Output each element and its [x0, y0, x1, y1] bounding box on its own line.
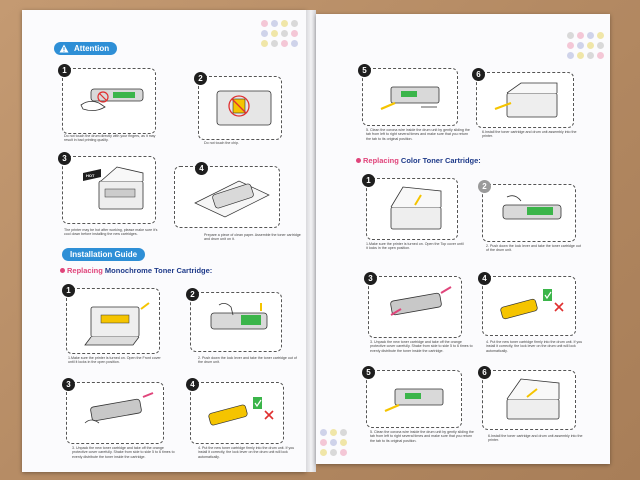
mono-heading: Replacing Monochrome Toner Cartridge:: [60, 266, 212, 275]
step-number: 1: [58, 64, 71, 77]
step-number: 5: [358, 64, 371, 77]
cross-icon: [264, 410, 274, 420]
mono-step-3: 3: [62, 378, 164, 444]
attention-caption-3: The printer may be hot after working, pl…: [64, 228, 158, 237]
attention-step-2: 2: [194, 72, 282, 140]
attention-caption-2: Do not touch the chip.: [204, 141, 239, 145]
attention-step-1: 1: [58, 64, 156, 134]
cmyk-dots-icon: [356, 158, 361, 163]
mono-step-1: 1: [62, 284, 160, 354]
mono-caption-1: 1.Make sure the printer is turned on. Op…: [68, 356, 161, 365]
lock-lever-illustration: [502, 195, 562, 220]
installation-guide-title: Installation Guide: [62, 248, 146, 261]
step-number: 1: [362, 174, 375, 187]
step-number: 3: [62, 378, 75, 391]
corona-wire-illustration: [380, 86, 440, 111]
color-caption-1: 1.Make sure the printer is turned on. Op…: [366, 242, 464, 251]
cmyk-dots-icon: [320, 429, 347, 456]
mono-caption-6: 6.Install the toner cartridge and drum u…: [482, 130, 577, 139]
chip-illustration: [216, 90, 272, 126]
color-step-3: 3: [364, 272, 462, 338]
step-number: 5: [362, 366, 375, 379]
cross-icon: [554, 302, 564, 312]
step-number: 3: [58, 152, 71, 165]
corona-wire-illustration: [384, 388, 444, 413]
color-heading: Replacing Color Toner Cartridge:: [356, 156, 481, 165]
step-number: 4: [195, 162, 208, 175]
step-number: 2: [194, 72, 207, 85]
drum-hand-illustration: [80, 88, 144, 111]
mono-caption-5: 5. Clean the corona wire inside the drum…: [366, 128, 470, 141]
hot-printer-illustration: HOT: [83, 166, 144, 210]
left-page: Attention 1 Do not touch the drum direct…: [22, 10, 306, 472]
color-step-4: 4: [478, 272, 576, 336]
color-step-6: 6: [478, 366, 576, 430]
check-icon: [254, 399, 262, 408]
mono-step-4: 4: [186, 378, 284, 444]
shake-cartridge-illustration: [390, 286, 452, 316]
open-front-cover-illustration: [84, 302, 150, 346]
mono-step-5: 5: [358, 64, 458, 126]
mono-caption-2: 2. Push down the lock lever and take the…: [198, 356, 297, 365]
attention-step-4: 4: [174, 162, 280, 228]
open-top-cover-illustration: [390, 186, 442, 230]
step-number: 2: [186, 288, 199, 301]
step-number: 2: [478, 180, 491, 193]
mono-caption-4: 4. Put the new toner cartridge firmly in…: [198, 446, 295, 459]
cmyk-dots-icon: [261, 20, 298, 47]
step-number: 4: [478, 272, 491, 285]
hot-label: HOT: [86, 173, 95, 178]
mono-step-2: 2: [186, 288, 282, 352]
warning-triangle-icon: [59, 44, 69, 53]
color-step-5: 5: [362, 366, 462, 428]
color-caption-3: 3. Unpack the new toner cartridge and ta…: [370, 340, 473, 353]
step-number: 6: [472, 68, 485, 81]
mono-step-6: 6: [472, 68, 574, 128]
mono-caption-3: 3. Unpack the new toner cartridge and ta…: [72, 446, 175, 459]
step-number: 6: [478, 366, 491, 379]
shake-cartridge-illustration: [84, 392, 154, 424]
install-assembly-illustration: [506, 378, 560, 420]
paper-assembly-illustration: [194, 180, 270, 218]
color-caption-5: 5. Clean the corona wire inside the drum…: [370, 430, 474, 443]
check-icon: [544, 291, 552, 300]
page-fold: [306, 10, 316, 472]
color-caption-2: 2. Push down the lock lever and take the…: [486, 244, 581, 253]
step-number: 3: [364, 272, 377, 285]
insert-cartridge-illustration: [208, 397, 274, 426]
right-page: 5 5. Clean the corona wire inside the dr…: [316, 14, 610, 464]
lock-lever-illustration: [210, 303, 268, 330]
attention-step-3: 3 HOT: [58, 152, 156, 224]
insert-cartridge-illustration: [500, 289, 564, 320]
attention-caption-1: Do not touch the drum directly with your…: [64, 134, 156, 143]
cmyk-dots-icon: [567, 32, 604, 59]
color-step-1: 1: [362, 174, 458, 240]
step-number: 4: [186, 378, 199, 391]
color-step-2: 2: [478, 180, 576, 242]
cmyk-dots-icon: [60, 268, 65, 273]
attention-title: Attention: [54, 42, 118, 55]
step-number: 1: [62, 284, 75, 297]
attention-caption-4: Prepare a piece of clean paper. Assemble…: [204, 233, 301, 242]
color-caption-6: 6.Install the toner cartridge and drum u…: [488, 434, 583, 443]
color-caption-4: 4. Put the new toner cartridge firmly in…: [486, 340, 583, 353]
install-assembly-illustration: [494, 82, 558, 118]
